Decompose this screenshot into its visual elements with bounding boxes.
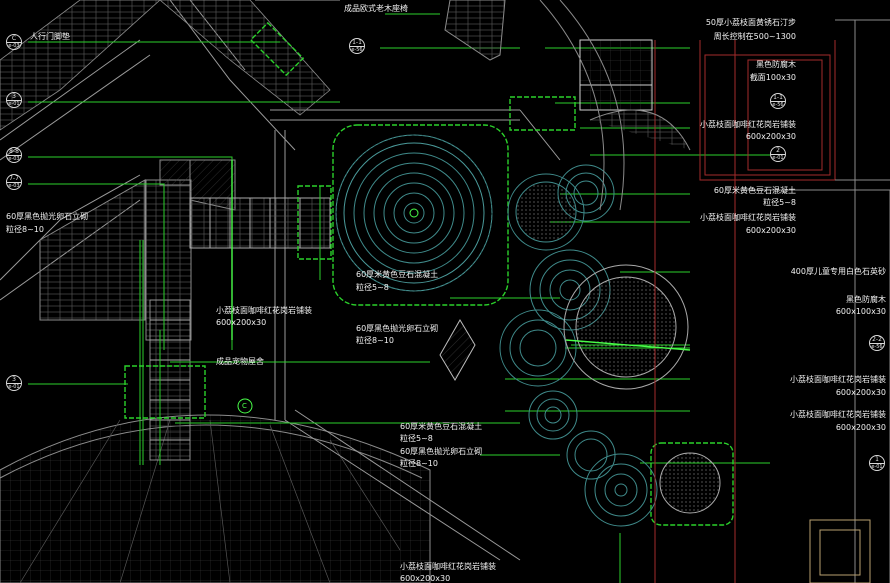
tag-bottom: e-56 [871,344,883,350]
label-white-quartz-sand: 400厚儿童专用白色石英砂 [790,267,886,276]
label-coffee-granite-2: 小荔枝面咖啡红花岗岩铺装 [700,213,796,222]
tag-bottom: e-56 [351,47,363,53]
label-pet-house: 成品宠物屋舍 [216,357,264,366]
section-tag: 1 e-01 [869,455,885,471]
tag-top: 1-1 [350,39,364,47]
tag-top: 7-7 [7,175,21,183]
label-right-granite-size-4: 600x200x30 [835,423,886,432]
pet-house [439,319,476,381]
tag-bottom: e-03 [8,156,20,162]
stepping-circles [499,164,721,527]
tag-top: 2 [771,147,785,155]
tag-bottom: e-01 [8,101,20,107]
section-tag: 1-1 e-56 [349,38,365,54]
tag-top: 3 [7,376,21,384]
tag-top: 2-2 [870,336,884,344]
tag-top: 1 [870,456,884,464]
tag-bottom: e-01 [772,155,784,161]
label-black-wood: 黑色防腐木 [846,295,886,304]
tag-bottom: e-01 [871,464,883,470]
tag-top: 3 [7,93,21,101]
label-anticorrosion-wood: 黑色防腐木 [756,60,796,69]
label-bottom-black-pebble: 60厚黑色抛光卵石立砌 [400,447,483,456]
label-anticorrosion-wood-size: 截面100x30 [749,73,796,82]
label-center-granite: 小荔枝面咖啡红花岗岩铺装 [216,306,312,315]
label-center-pebble-size: 粒径5~8 [356,283,389,292]
label-coffee-granite-size-2: 600x200x30 [745,226,796,235]
label-yellow-pebble-concrete: 60厚米黄色豆石混凝土 [713,186,796,195]
label-right-granite-size-3: 600x200x30 [835,388,886,397]
section-tag: 2-2 e-56 [869,335,885,351]
tag-top: 1-1 [771,94,785,102]
label-black-wood-size: 600x100x30 [835,307,886,316]
label-bottom-concrete: 60厚米黄色豆石混凝土 [400,422,483,431]
label-coffee-granite: 小荔枝面咖啡红花岗岩铺装 [700,120,796,129]
tag-top: C [7,35,21,43]
label-stepping-stone: 50厚小荔枝面黄锈石汀步 [705,18,796,27]
lower-circular-paving [0,414,431,583]
brick-path-upper [0,0,331,131]
tag-bottom: e-01 [8,384,20,390]
label-center-black-pebble: 60厚黑色抛光卵石立砌 [356,324,439,333]
label-center-concrete: 60厚米黄色豆石混凝土 [356,270,439,279]
label-right-granite-4: 小荔枝面咖啡红花岗岩铺装 [790,410,886,419]
section-tag: C e-03 [6,34,22,50]
bright-guide-lines [231,160,691,351]
label-pebble-size: 粒径5~8 [763,198,796,207]
bench-marker [237,398,253,414]
section-tag: 7-7 e-03 [6,174,22,190]
section-tag: 3 e-01 [6,92,22,108]
label-black-pebble-edge: 60厚黑色抛光卵石立砌 [6,212,89,221]
label-stepping-stone-size: 周长控制在500~1300 [713,32,796,41]
label-bottom-granite: 小荔枝面咖啡红花岗岩铺装 [400,562,496,571]
section-tag: 1-1 e-56 [770,93,786,109]
label-right-granite-3: 小荔枝面咖啡红花岗岩铺装 [790,375,886,384]
label-black-pebble-size: 粒径8~10 [6,225,44,234]
stepping-bridge [189,197,331,249]
tag-bottom: e-03 [8,43,20,49]
tag-top: 8-8 [7,148,21,156]
bench-marker-letter: C [242,402,247,410]
right-building-area [579,19,890,583]
tag-bottom: e-56 [772,102,784,108]
central-circle-paving [335,134,493,292]
label-coffee-granite-size: 600x200x30 [745,132,796,141]
upper-brick-walk [444,0,691,211]
label-bottom-black-pebble-size: 粒径8~10 [400,459,438,468]
label-bottom-granite-size: 600x200x30 [400,574,451,583]
section-tag: 3 e-01 [6,375,22,391]
green-leaders [28,13,770,583]
label-wood-bench: 成品欧式老木座椅 [344,4,408,13]
label-center-black-pebble-size: 粒径8~10 [356,336,394,345]
green-dashed-features [124,21,734,526]
tag-bottom: e-03 [8,183,20,189]
label-center-granite-size: 600x200x30 [216,318,267,327]
label-gate-mat: 人行门脚垫 [30,32,70,41]
section-tag: 2 e-01 [770,146,786,162]
label-bottom-pebble-size: 粒径5~8 [400,434,433,443]
section-tag: 8-8 e-03 [6,147,22,163]
